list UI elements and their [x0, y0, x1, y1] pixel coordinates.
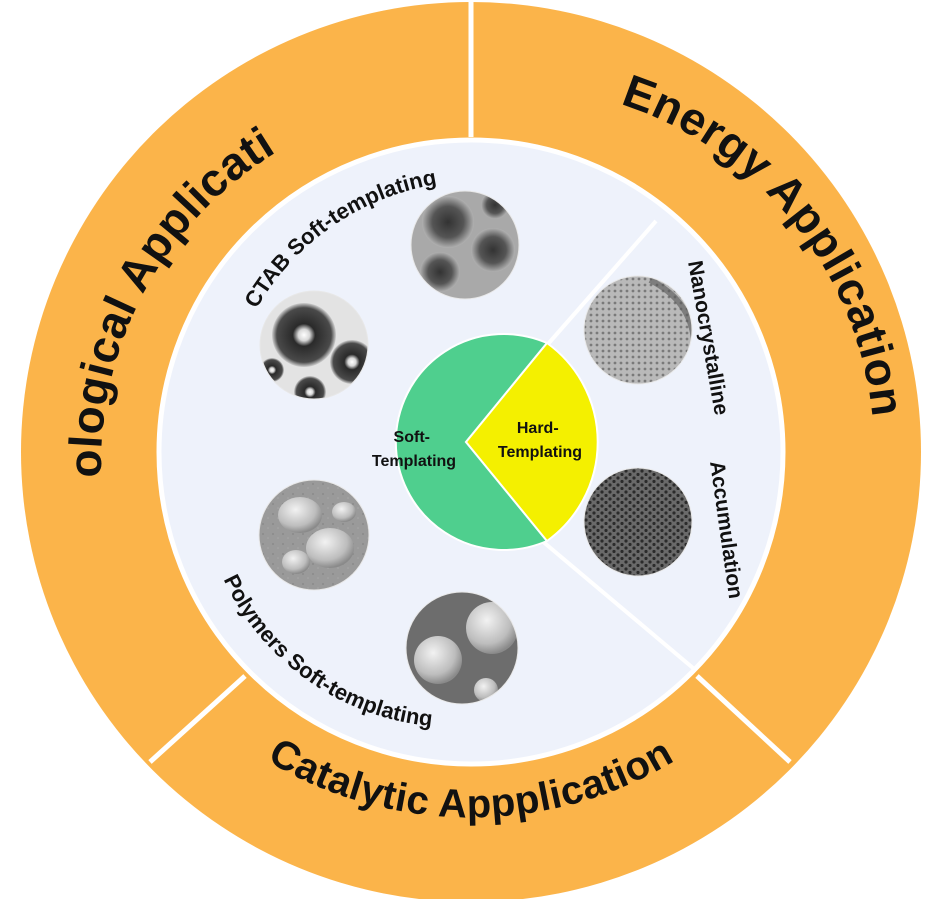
- ring-separator-bottom-left: [148, 674, 247, 764]
- micrograph-ordered-pores: [584, 276, 692, 384]
- micrograph-frame-5: [583, 275, 693, 385]
- micrograph-frame-6: [583, 467, 693, 577]
- micrograph-frame-3: [258, 479, 370, 591]
- micrograph-frame-1: [410, 190, 520, 300]
- hard-templating-slice: [464, 341, 599, 543]
- inner-separator-upper: [539, 219, 658, 354]
- center-pie: Soft- Templating Hard- Templating: [372, 333, 599, 551]
- micrograph-flower-spheres: [406, 592, 518, 704]
- micrograph-wrinkled-particles: [259, 480, 369, 590]
- micrograph-frame-2: [259, 290, 369, 400]
- micrograph-frame-4: [405, 591, 519, 705]
- soft-templating-label: Soft- Templating: [372, 429, 456, 470]
- hard-templating-label: Hard- Templating: [498, 420, 582, 461]
- micrograph-dendritic-spheres: [411, 191, 519, 299]
- inner-separator-lower: [539, 538, 695, 670]
- ring-separator-bottom-right: [695, 674, 792, 764]
- micrograph-hexagonal-array: [584, 468, 692, 576]
